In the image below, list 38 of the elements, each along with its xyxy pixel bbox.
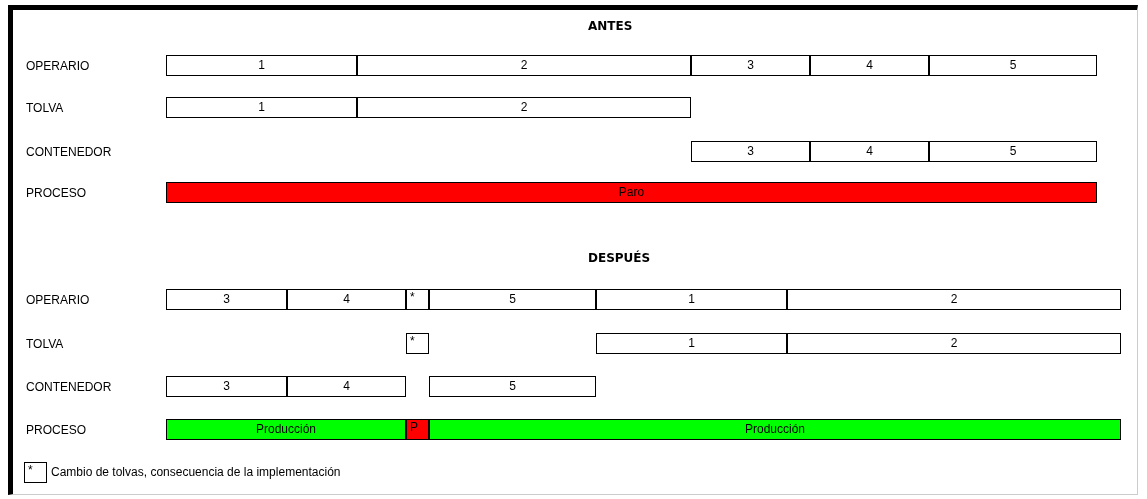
task-segment: 5	[429, 289, 596, 310]
task-segment: 5	[929, 55, 1097, 76]
task-segment: 1	[166, 55, 357, 76]
legend-key-box: *	[24, 462, 47, 483]
task-segment: 3	[691, 55, 810, 76]
process-bar: Producción	[166, 419, 406, 440]
row-label: PROCESO	[26, 185, 86, 201]
task-segment: *	[406, 289, 429, 310]
task-segment: 3	[166, 289, 287, 310]
task-segment: 1	[166, 97, 357, 118]
task-segment: 2	[357, 55, 691, 76]
task-segment: 2	[357, 97, 691, 118]
task-segment: 2	[787, 289, 1121, 310]
task-segment: 3	[166, 376, 287, 397]
task-segment: 4	[287, 376, 406, 397]
task-segment: 2	[787, 333, 1121, 354]
row-label: OPERARIO	[26, 292, 90, 308]
process-bar: Paro	[166, 182, 1097, 203]
task-segment: 5	[429, 376, 596, 397]
row-label: PROCESO	[26, 422, 86, 438]
task-segment: 4	[810, 141, 929, 162]
task-segment: 4	[287, 289, 406, 310]
legend-text: Cambio de tolvas, consecuencia de la implementación	[51, 464, 341, 480]
section-heading: DESPUÉS	[588, 250, 651, 266]
row-label: CONTENEDOR	[26, 379, 112, 395]
task-segment: 5	[929, 141, 1097, 162]
row-label: TOLVA	[26, 100, 64, 116]
process-bar: Producción	[429, 419, 1121, 440]
task-segment: 3	[691, 141, 810, 162]
row-label: TOLVA	[26, 336, 64, 352]
process-bar: P	[406, 419, 429, 440]
task-segment: *	[406, 333, 429, 354]
row-label: CONTENEDOR	[26, 144, 112, 160]
task-segment: 1	[596, 333, 787, 354]
task-segment: 4	[810, 55, 929, 76]
task-segment: 1	[596, 289, 787, 310]
row-label: OPERARIO	[26, 58, 90, 74]
section-heading: ANTES	[588, 18, 633, 34]
